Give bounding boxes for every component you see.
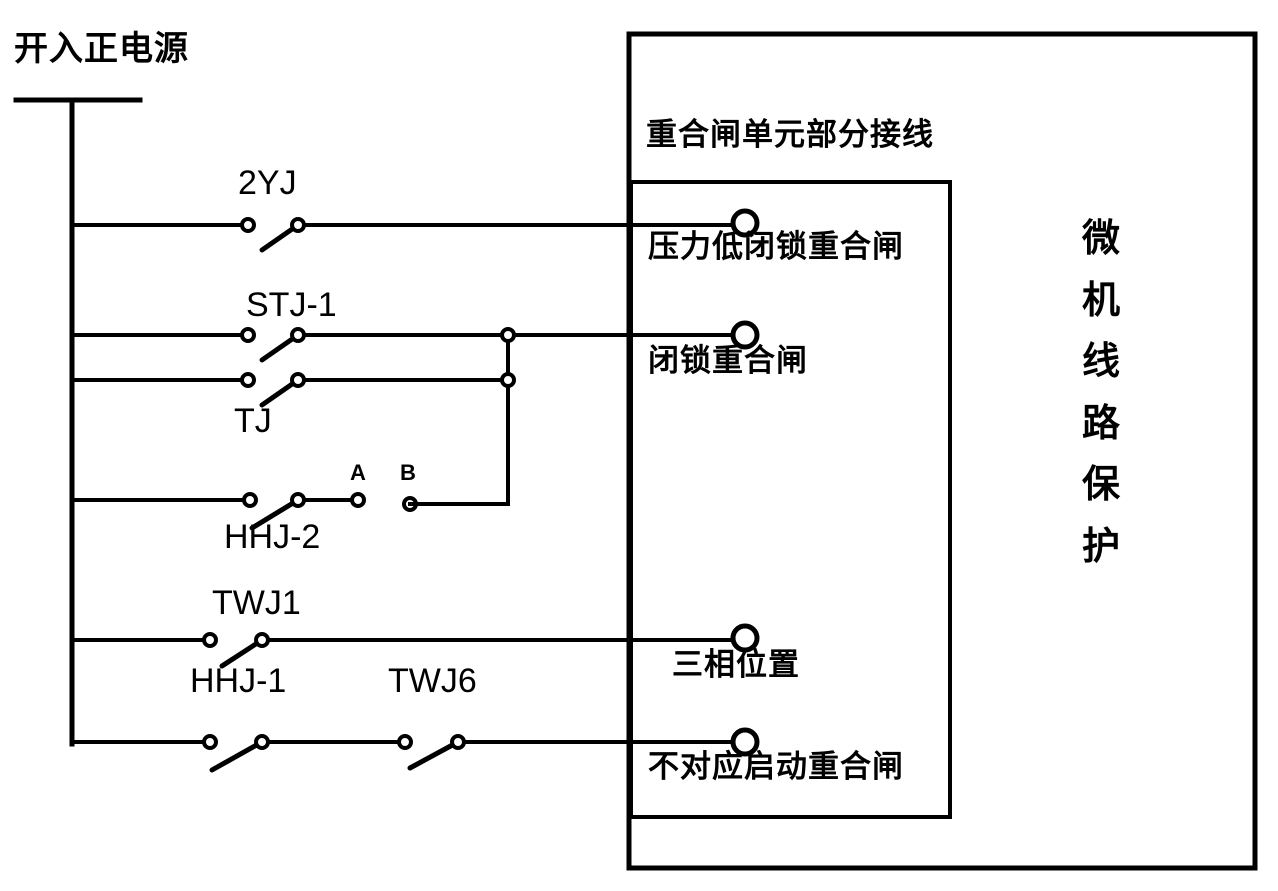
contact-terminal-hhj2-left: [242, 492, 258, 508]
reclosing-unit-inner-box: [629, 180, 952, 819]
inner-box-title: 重合闸单元部分接线: [646, 117, 934, 153]
contact-terminal-twj1-left: [202, 632, 218, 648]
power-supply-label: 开入正电源: [14, 29, 189, 69]
contact-terminal-twj6-left: [397, 734, 413, 750]
vertical-char-4: 保: [1081, 462, 1120, 507]
vertical-char-5: 护: [1081, 523, 1120, 568]
input-terminal-pressure-low-block: [730, 208, 760, 238]
contact-blade-hhj1: [209, 739, 265, 773]
contact-label-2yj: 2YJ: [238, 164, 297, 202]
contact-terminal-2yj-left: [240, 217, 256, 233]
input-terminal-mismatch-start-reclose: [730, 727, 760, 757]
contact-terminal-twj1-right: [254, 632, 270, 648]
contact-label-twj6: TWJ6: [388, 662, 477, 700]
terminal-label-b: B: [400, 460, 416, 485]
contact-label-hhj1: HHJ-1: [190, 662, 287, 700]
contact-terminal-hhj2-right: [290, 492, 306, 508]
input-terminal-block-reclose: [730, 320, 760, 350]
contact-label-hhj2: HHJ-2: [224, 518, 321, 556]
input-terminal-three-phase-position: [730, 623, 760, 653]
device-vertical-title: 微 机 线 路 保 护: [1078, 208, 1124, 577]
vertical-char-1: 机: [1081, 277, 1120, 322]
input-label-block-reclose: 闭锁重合闸: [648, 343, 808, 379]
contact-terminal-twj6-right: [450, 734, 466, 750]
contact-terminal-2yj-right: [290, 217, 306, 233]
vertical-char-0: 微: [1081, 216, 1120, 260]
terminal-a: [350, 492, 366, 508]
junction-node-stj1: [500, 327, 516, 343]
contact-terminal-tj-right: [290, 372, 306, 388]
contact-terminal-hhj1-right: [254, 734, 270, 750]
vertical-char-2: 线: [1081, 339, 1120, 384]
contact-label-stj1: STJ-1: [246, 286, 337, 324]
vertical-char-3: 路: [1081, 400, 1120, 445]
input-label-pressure-low-block: 压力低闭锁重合闸: [648, 229, 904, 265]
contact-terminal-tj-left: [240, 372, 256, 388]
contact-terminal-stj1-right: [290, 327, 306, 343]
contact-label-twj1: TWJ1: [212, 584, 301, 622]
contact-terminal-stj1-left: [240, 327, 256, 343]
contact-blade-twj6: [407, 739, 461, 771]
input-label-mismatch-start-reclose: 不对应启动重合闸: [648, 749, 904, 785]
contact-label-tj: TJ: [234, 402, 272, 440]
contact-terminal-hhj1-left: [202, 734, 218, 750]
terminal-label-a: A: [350, 460, 366, 485]
junction-node-tj: [500, 372, 516, 388]
input-label-three-phase-position: 三相位置: [672, 647, 800, 683]
contact-blade-hhj2: [249, 497, 301, 531]
